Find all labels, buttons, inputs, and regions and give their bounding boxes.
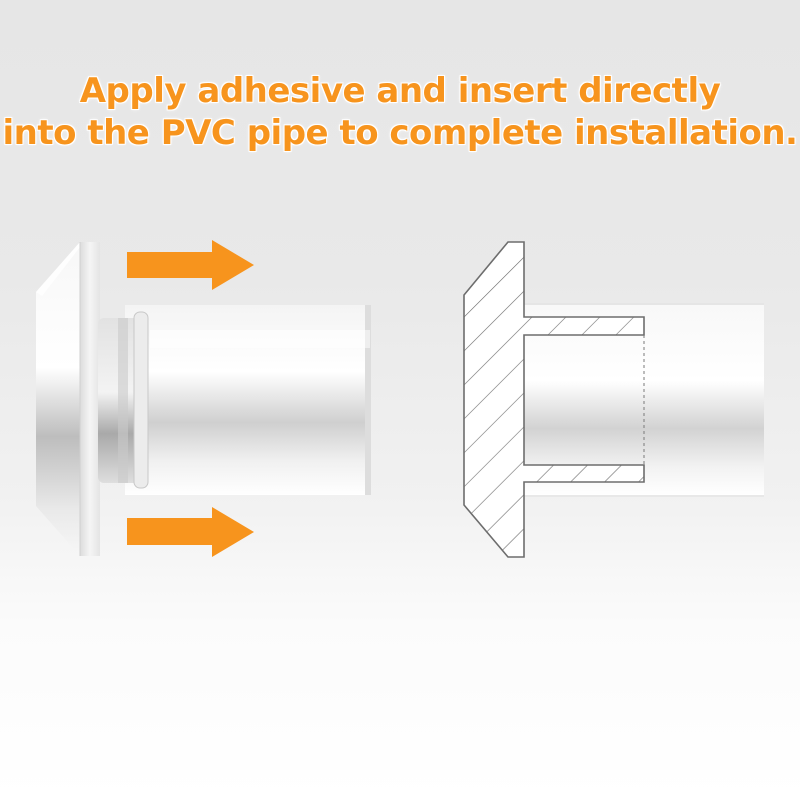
- headline-line-1: Apply adhesive and insert directly: [79, 71, 721, 111]
- pvc-pipe-right: [522, 305, 764, 495]
- fitting-flange-face: [80, 242, 100, 556]
- headline-line-2: into the PVC pipe to complete installati…: [2, 113, 798, 153]
- cross-section-diagram: [463, 241, 764, 558]
- instruction-headline: Apply adhesive and insert directly into …: [0, 70, 800, 154]
- right-arrow-icon: [127, 240, 254, 290]
- fitting-section-hatch: [463, 241, 645, 558]
- insert-arrows: [127, 240, 254, 557]
- fitting-3d-illustration: [36, 242, 371, 556]
- right-arrow-icon: [127, 507, 254, 557]
